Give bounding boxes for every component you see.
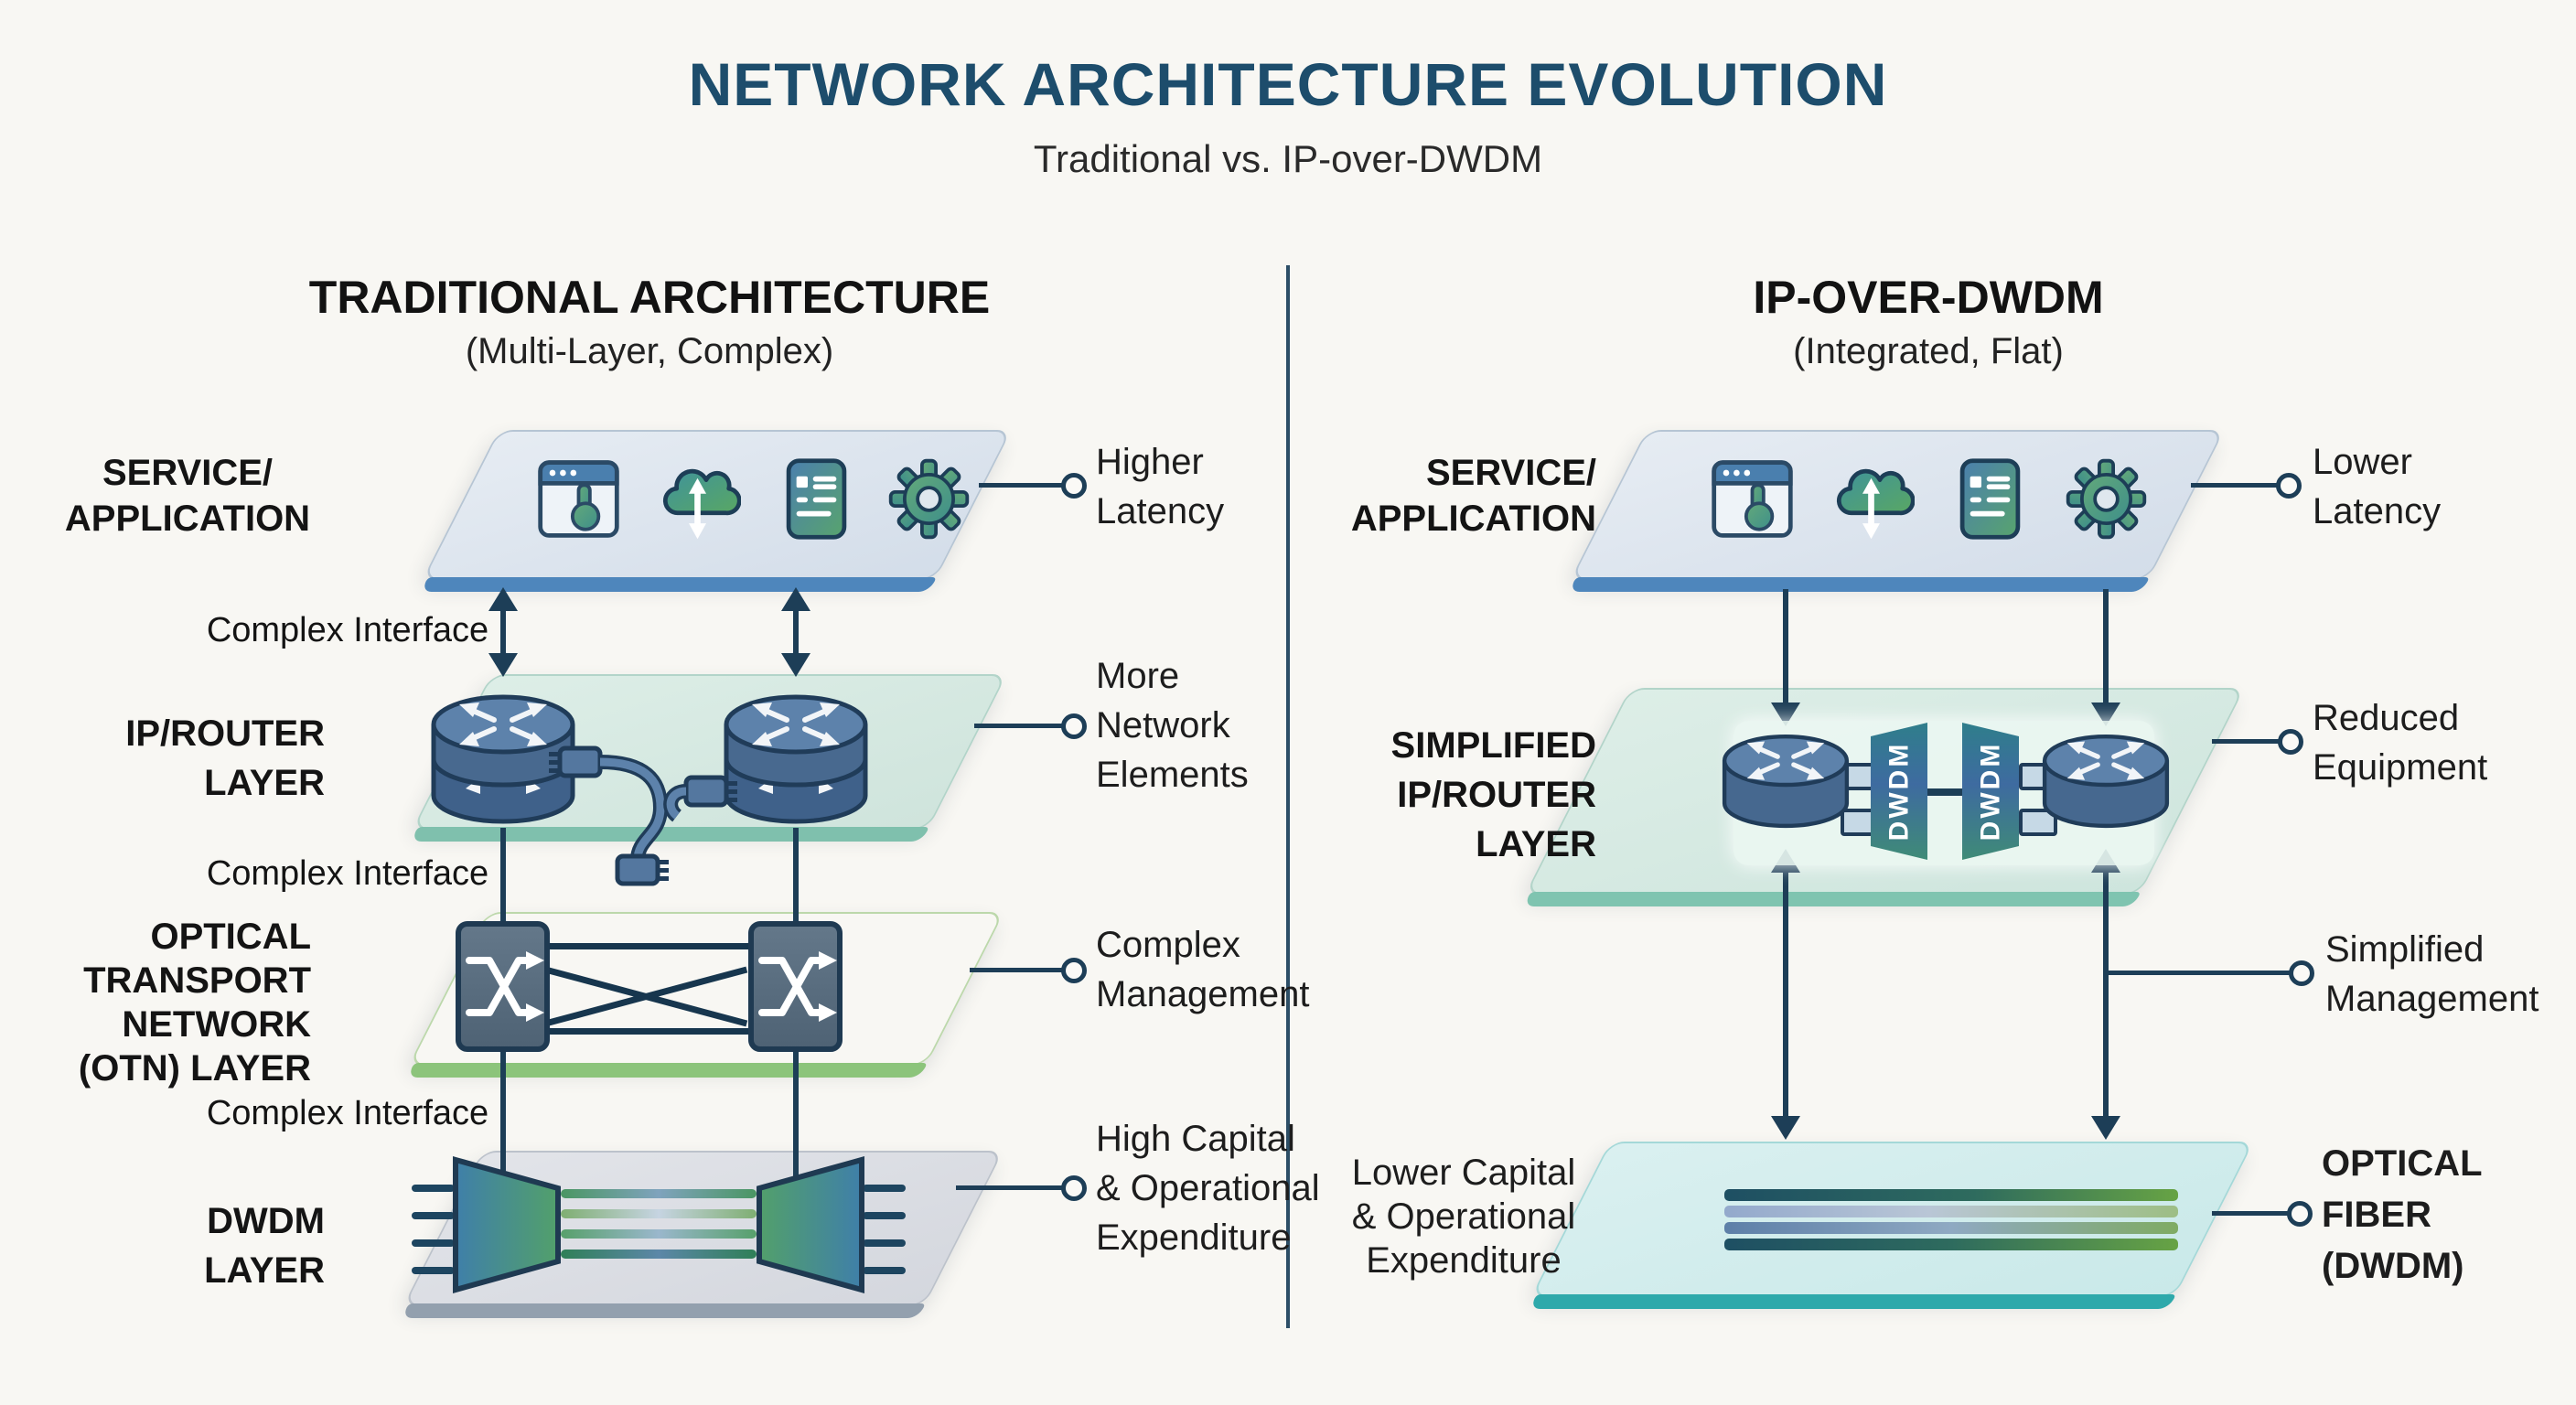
module-link	[1927, 788, 1962, 796]
label-simplified-ip-router: SIMPLIFIED IP/ROUTER LAYER	[1390, 725, 1596, 864]
label-otn-layer: OPTICAL TRANSPORT NETWORK (OTN) LAYER	[78, 917, 311, 1089]
leader-line	[974, 724, 1063, 728]
page-title: NETWORK ARCHITECTURE EVOLUTION	[688, 50, 1888, 118]
dwdm-module-icon: DWDM	[1871, 723, 1927, 860]
cloud-transfer-icon	[1828, 456, 1915, 542]
cloud-transfer-icon	[654, 456, 741, 542]
annotation-lower-latency: Lower Latency	[2313, 442, 2442, 531]
document-list-icon	[773, 456, 860, 542]
fiber-stub	[863, 1212, 906, 1219]
fiber-band-stripe	[1724, 1222, 2178, 1234]
annotation-simplified-management: Simplified Management	[2325, 929, 2539, 1019]
fiber-stub	[412, 1212, 455, 1219]
router-icon	[1717, 724, 1854, 845]
dwdm-module-label: DWDM	[1884, 741, 1915, 842]
gear-icon	[2063, 456, 2150, 542]
annotation-complex-management: Complex Management	[1096, 925, 1310, 1014]
arrow-down-icon	[781, 653, 810, 677]
fiber-stub	[412, 1185, 455, 1192]
interface-line	[793, 606, 799, 657]
service-router-link	[1783, 589, 1788, 704]
fiber-band-stripe	[1724, 1189, 2178, 1201]
otn-switch-icon	[455, 920, 551, 1053]
fiber-stub	[412, 1267, 455, 1274]
interface-label: Complex Interface	[206, 611, 489, 649]
leader-node	[2278, 729, 2303, 755]
app-window-icon	[1709, 456, 1796, 542]
otn-dwdm-link	[793, 1048, 799, 1185]
label-dwdm-layer: DWDM LAYER	[204, 1201, 325, 1291]
dwdm-module-label: DWDM	[1975, 741, 2006, 842]
leader-node	[2276, 473, 2302, 499]
otn-link-top	[549, 943, 749, 949]
fiber-line	[561, 1189, 757, 1198]
leader-line	[970, 968, 1063, 972]
annotation-lower-capex-opex: Lower Capital & Operational Expenditure	[1351, 1153, 1576, 1281]
router-fiber-link	[1783, 869, 1788, 1120]
fiber-line	[561, 1209, 757, 1218]
label-service-application: SERVICE/ APPLICATION	[1350, 453, 1596, 539]
leader-line	[2106, 971, 2291, 975]
annotation-higher-latency: Higher Latency	[1096, 442, 1225, 531]
column-divider	[1286, 265, 1290, 1328]
gear-icon	[886, 456, 972, 542]
fiber-stub	[412, 1239, 455, 1247]
leader-node	[2287, 1201, 2313, 1227]
fiber-stub	[863, 1267, 906, 1274]
service-router-link	[2103, 589, 2109, 704]
arrow-down-icon	[2091, 1116, 2120, 1140]
router-otn-link	[793, 828, 799, 927]
left-column-heading: TRADITIONAL ARCHITECTURE	[308, 272, 991, 323]
right-column-heading: IP-OVER-DWDM	[1753, 272, 2104, 323]
label-ip-router-layer: IP/ROUTER LAYER	[125, 713, 325, 803]
patch-cable-icon	[549, 745, 737, 886]
leader-line	[2212, 1211, 2289, 1216]
fiber-stub	[863, 1239, 906, 1247]
leader-node	[1061, 473, 1087, 499]
leader-node	[1061, 958, 1087, 983]
dwdm-mux-icon	[451, 1155, 563, 1294]
interface-label: Complex Interface	[206, 1094, 489, 1132]
fiber-line	[561, 1229, 757, 1239]
fiber-band-stripe	[1724, 1239, 2178, 1250]
document-list-icon	[1947, 456, 2034, 542]
annotation-reduced-equipment: Reduced Equipment	[2313, 698, 2488, 788]
router-otn-link	[500, 828, 506, 927]
fiber-band-stripe	[1724, 1206, 2178, 1217]
annotation-high-capex-opex: High Capital & Operational Expenditure	[1096, 1119, 1320, 1258]
fiber-stub	[863, 1185, 906, 1192]
annotation-more-network-elements: More Network Elements	[1096, 656, 1249, 795]
leader-line	[956, 1185, 1063, 1190]
router-fiber-link	[2103, 869, 2109, 1120]
app-window-icon	[535, 456, 622, 542]
label-service-application: SERVICE/ APPLICATION	[64, 453, 311, 539]
otn-switch-icon	[747, 920, 843, 1053]
left-column-subheading: (Multi-Layer, Complex)	[465, 331, 834, 371]
right-column-subheading: (Integrated, Flat)	[1793, 331, 2064, 371]
otn-link-bottom	[549, 1028, 749, 1035]
otn-dwdm-link	[500, 1048, 506, 1185]
interface-label: Complex Interface	[206, 854, 489, 893]
leader-node	[1061, 1175, 1087, 1201]
fiber-line	[561, 1249, 757, 1259]
arrow-down-icon	[488, 653, 518, 677]
router-icon	[2037, 724, 2174, 845]
dwdm-mux-icon	[755, 1155, 866, 1294]
interface-line	[500, 606, 506, 657]
leader-line	[2191, 483, 2278, 488]
leader-line	[2212, 739, 2280, 744]
leader-line	[979, 483, 1063, 488]
arrow-down-icon	[1771, 1116, 1800, 1140]
leader-node	[2289, 960, 2314, 986]
leader-node	[1061, 713, 1087, 739]
dwdm-module-icon: DWDM	[1962, 723, 2019, 860]
layer-optical-fiber	[1530, 1142, 2254, 1297]
page-subtitle: Traditional vs. IP-over-DWDM	[1033, 137, 1543, 180]
annotation-optical-fiber-dwdm: OPTICAL FIBER (DWDM)	[2322, 1143, 2483, 1286]
